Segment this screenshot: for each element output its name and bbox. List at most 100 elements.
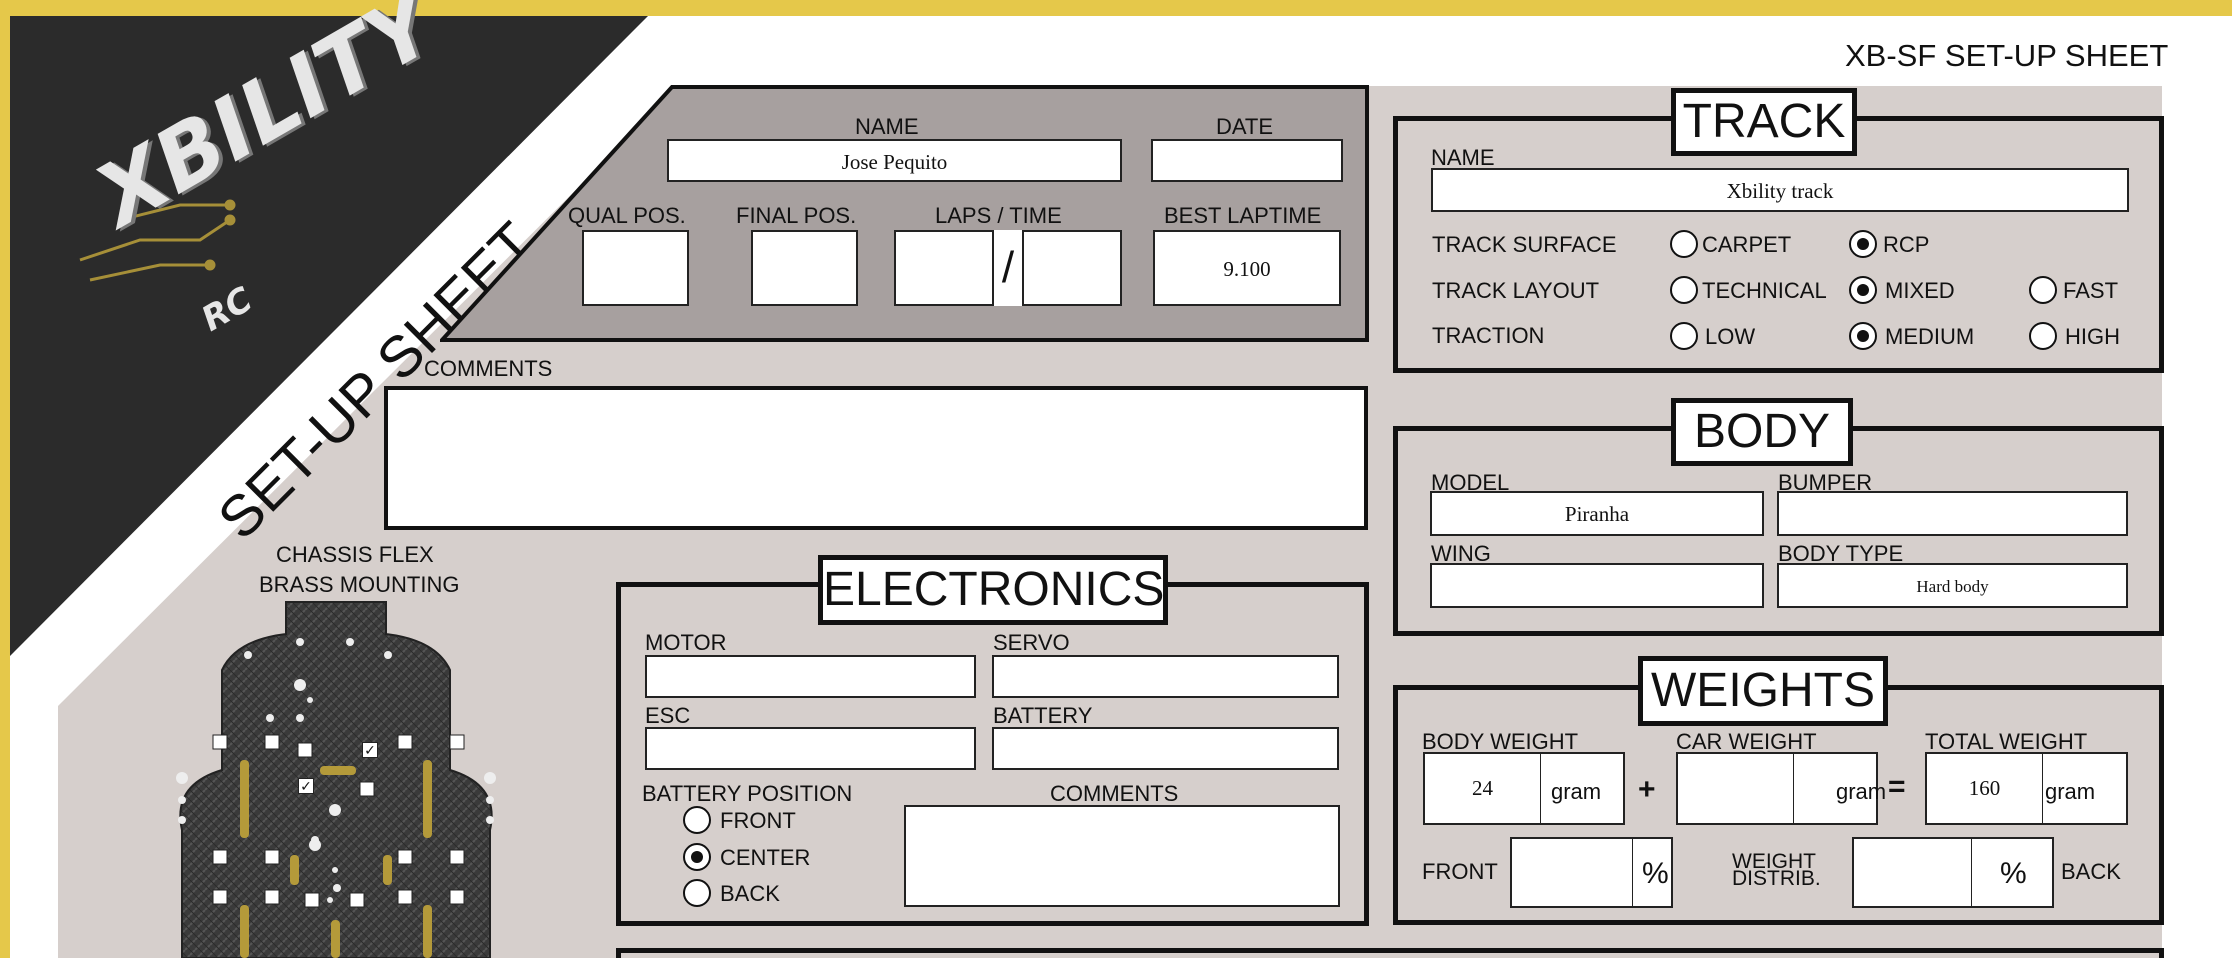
- weights-title: WEIGHTS: [1638, 656, 1888, 726]
- total-weight-unit: gram: [2045, 779, 2096, 804]
- comments-label: COMMENTS: [424, 356, 553, 381]
- laps-separator: /: [994, 230, 1022, 306]
- layout-mixed-label: MIXED: [1885, 278, 1955, 303]
- battery-position-label: BATTERY POSITION: [642, 781, 853, 806]
- model-label: MODEL: [1431, 470, 1510, 495]
- laps-time-label: LAPS / TIME: [935, 203, 1062, 228]
- track-layout-label: TRACK LAYOUT: [1432, 278, 1600, 303]
- chassis-diagram: [176, 601, 496, 958]
- sheet-title: XB-SF SET-UP SHEET: [1845, 38, 2169, 73]
- body-weight-label: BODY WEIGHT: [1422, 729, 1579, 754]
- battery-label: BATTERY: [993, 703, 1093, 728]
- esc-field[interactable]: [645, 727, 976, 770]
- total-weight-value: 160: [1968, 776, 2001, 800]
- time-field[interactable]: [1022, 230, 1122, 306]
- electronics-comments-label: COMMENTS: [1050, 781, 1179, 806]
- track-name-value: Xbility track: [1726, 179, 1834, 203]
- traction-medium-label: MEDIUM: [1885, 324, 1975, 349]
- car-weight-label: CAR WEIGHT: [1676, 729, 1817, 754]
- battery-front-radio[interactable]: [683, 806, 711, 834]
- battery-field[interactable]: [992, 727, 1339, 770]
- body-type-value: Hard body: [1916, 577, 1989, 596]
- final-pos-field[interactable]: [751, 230, 858, 306]
- laps-field[interactable]: [894, 230, 994, 306]
- front-label: FRONT: [1422, 859, 1498, 884]
- chassis-checkbox-1[interactable]: ✓: [362, 742, 378, 758]
- qual-pos-field[interactable]: [582, 230, 689, 306]
- model-field[interactable]: Piranha: [1430, 491, 1764, 536]
- battery-center-radio[interactable]: [683, 843, 711, 871]
- body-weight-field[interactable]: 24 gram: [1423, 752, 1625, 825]
- electronics-title: ELECTRONICS: [818, 555, 1168, 625]
- body-type-label: BODY TYPE: [1778, 541, 1904, 566]
- date-label: DATE: [1216, 114, 1274, 139]
- best-laptime-label: BEST LAPTIME: [1164, 203, 1322, 228]
- battery-center-label: CENTER: [720, 845, 811, 870]
- final-pos-label: FINAL POS.: [736, 203, 857, 228]
- layout-mixed-radio[interactable]: [1849, 276, 1877, 304]
- bumper-label: BUMPER: [1778, 470, 1873, 495]
- left-border: [0, 0, 10, 958]
- body-weight-unit: gram: [1551, 779, 1602, 804]
- electronics-comments-field[interactable]: [904, 805, 1340, 907]
- body-type-field[interactable]: Hard body: [1777, 563, 2128, 608]
- qual-pos-label: QUAL POS.: [568, 203, 686, 228]
- back-pct-sign: %: [2000, 857, 2027, 890]
- back-label: BACK: [2061, 859, 2121, 884]
- model-value: Piranha: [1564, 502, 1630, 526]
- equals-sign: =: [1888, 770, 1906, 803]
- top-border: [0, 0, 2232, 16]
- layout-fast-radio[interactable]: [2029, 276, 2057, 304]
- comments-field[interactable]: [384, 386, 1368, 530]
- total-weight-label: TOTAL WEIGHT: [1925, 729, 2088, 754]
- wing-field[interactable]: [1430, 563, 1764, 608]
- back-pct-field[interactable]: %: [1852, 837, 2054, 908]
- weight-distrib-line1: WEIGHT: [1732, 850, 1816, 873]
- esc-label: ESC: [645, 703, 691, 728]
- car-weight-unit: gram: [1836, 779, 1887, 804]
- body-weight-value: 24: [1472, 776, 1493, 800]
- best-laptime-value: 9.100: [1223, 257, 1271, 281]
- best-laptime-field[interactable]: 9.100: [1153, 230, 1341, 306]
- weight-distrib-label: WEIGHT DISTRIB.: [1732, 850, 1821, 890]
- track-title: TRACK: [1671, 88, 1857, 156]
- track-name-field[interactable]: Xbility track: [1431, 168, 2129, 212]
- motor-field[interactable]: [645, 655, 976, 698]
- servo-field[interactable]: [992, 655, 1339, 698]
- car-weight-field[interactable]: gram: [1676, 752, 1886, 825]
- traction-label: TRACTION: [1432, 323, 1545, 348]
- bumper-field[interactable]: [1777, 491, 2128, 536]
- date-field[interactable]: [1151, 139, 1343, 182]
- layout-fast-label: FAST: [2063, 278, 2119, 303]
- name-field[interactable]: Jose Pequito: [667, 139, 1122, 182]
- layout-technical-radio[interactable]: [1670, 276, 1698, 304]
- battery-front-label: FRONT: [720, 808, 796, 833]
- track-surface-label: TRACK SURFACE: [1432, 232, 1617, 257]
- traction-low-radio[interactable]: [1670, 322, 1698, 350]
- surface-rcp-radio[interactable]: [1849, 230, 1877, 258]
- traction-medium-radio[interactable]: [1849, 322, 1877, 350]
- front-pct-field[interactable]: %: [1510, 837, 1673, 908]
- next-section-edge: [616, 948, 2164, 958]
- name-label: NAME: [855, 114, 919, 139]
- surface-carpet-radio[interactable]: [1670, 230, 1698, 258]
- servo-label: SERVO: [993, 630, 1070, 655]
- traction-high-label: HIGH: [2065, 324, 2120, 349]
- layout-technical-label: TECHNICAL: [1702, 278, 1827, 303]
- plus-sign: +: [1638, 773, 1656, 806]
- traction-low-label: LOW: [1705, 324, 1756, 349]
- xbility-logo: XBILITY RC: [60, 0, 480, 350]
- wing-label: WING: [1431, 541, 1491, 566]
- total-weight-field[interactable]: 160 gram: [1925, 752, 2128, 825]
- surface-rcp-label: RCP: [1883, 232, 1930, 257]
- chassis-flex-label: CHASSIS FLEX: [276, 542, 434, 567]
- battery-back-radio[interactable]: [683, 879, 711, 907]
- battery-back-label: BACK: [720, 881, 780, 906]
- weight-distrib-line2: DISTRIB.: [1732, 867, 1821, 890]
- body-title: BODY: [1671, 398, 1853, 466]
- surface-carpet-label: CARPET: [1702, 232, 1792, 257]
- traction-high-radio[interactable]: [2029, 322, 2057, 350]
- track-name-label: NAME: [1431, 145, 1495, 170]
- chassis-checkbox-2[interactable]: ✓: [298, 778, 314, 794]
- brass-mounting-label: BRASS MOUNTING: [259, 572, 460, 597]
